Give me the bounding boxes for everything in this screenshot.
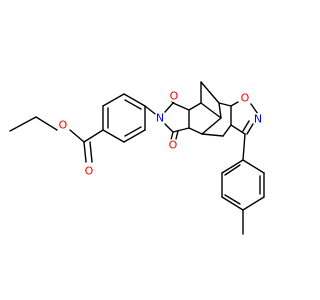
atom-label-o: O [170,90,179,103]
atom-label-layer: O O O O N O N [57,90,264,178]
bond [224,194,241,205]
isoxazoline-oxygen: O [239,92,251,105]
molecule-structure: O O O O N O N [9,81,265,235]
imide-oxygen-bottom: O [167,139,179,152]
bond [124,99,142,110]
atom-label-o: O [169,139,178,152]
bond-layer [9,81,265,235]
bond [188,102,202,111]
imide-oxygen-top: O [168,90,180,103]
bond [230,124,246,135]
bond [89,141,93,163]
bond [164,123,174,133]
bond [35,116,58,131]
bond [9,116,37,132]
bond [102,93,125,107]
bond [164,102,174,113]
bond [218,102,232,107]
atom-label-o: O [59,119,68,132]
bond [221,159,244,174]
bond [124,126,142,137]
bond [250,103,259,115]
atom-label-n: N [254,113,262,126]
bond [201,133,224,137]
bond [83,141,87,163]
bond [224,164,241,176]
bond [230,101,239,107]
bond [172,102,190,111]
bond [201,117,222,135]
bond [242,196,265,211]
bond [222,124,232,137]
bond [123,93,146,107]
atom-label-o: O [85,165,94,178]
bond [188,127,203,135]
bond [69,129,85,143]
bond [200,81,220,104]
ester-oxygen-single: O [57,119,69,132]
bond [123,129,146,143]
bond [172,127,190,133]
bond [218,102,222,119]
bond [246,123,254,135]
atom-label-n: N [156,112,164,125]
ester-oxygen-double: O [83,165,95,178]
bond [175,130,179,140]
isoxazoline-nitrogen: N [252,113,264,126]
imide-nitrogen: N [154,112,166,125]
atom-label-o: O [241,92,250,105]
bond [242,120,250,132]
bond [170,131,174,141]
bond [242,159,265,174]
bond [221,196,244,211]
bond [102,129,125,143]
bond [83,129,104,143]
bond [242,133,246,161]
bond [200,102,222,119]
